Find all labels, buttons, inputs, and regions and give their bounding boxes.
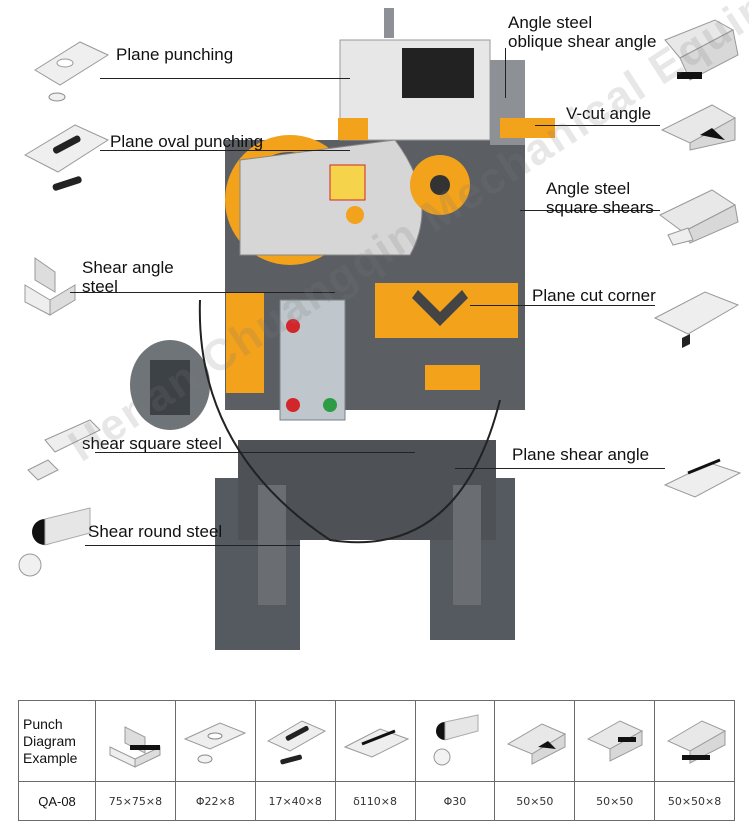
callout-angle-square-2: square shears [546, 198, 654, 217]
angle-steel-shear-icon [95, 700, 176, 782]
angle-oblique-icon [664, 19, 739, 81]
callout-plane-punching: Plane punching [116, 45, 234, 64]
plane-punching-icon [34, 41, 110, 102]
leader-v-cut [535, 125, 660, 126]
plane-oval-punching-icon [23, 124, 110, 191]
callout-angle-oblique-2: oblique shear angle [508, 32, 657, 51]
shear-angle-steel-icon [24, 257, 76, 316]
shear-square-steel-icon [27, 419, 101, 481]
value-cell: δ110×8 [334, 781, 416, 821]
leader-plane-cut-corner [470, 305, 655, 306]
shear-round-steel-icon [18, 507, 91, 577]
callout-plane-cut-corner: Plane cut corner [532, 286, 656, 305]
plane-shear-angle-icon [663, 458, 742, 498]
callout-angle-oblique-1: Angle steel [508, 13, 593, 32]
value-cell: Φ30 [414, 781, 496, 821]
round-punch-icon [174, 700, 256, 782]
plane-cut-corner-icon [653, 291, 740, 348]
leader-shear-square-steel [95, 452, 415, 453]
angle-oblique-table-icon [654, 700, 735, 782]
callout-angle-square-1: Angle steel [546, 179, 631, 198]
v-notch-icon [494, 700, 576, 782]
value-cell: 50×50 [574, 781, 656, 821]
leader-plane-oval-punching [100, 150, 350, 151]
leader-shear-angle-steel [70, 292, 335, 293]
callout-shear-angle-steel-2: steel [82, 277, 118, 296]
angle-cut-icon [574, 700, 656, 782]
leader-angle-square [520, 210, 660, 211]
round-bar-shear-icon [414, 700, 496, 782]
callout-shear-round-steel: Shear round steel [88, 522, 223, 541]
value-cell: 75×75×8 [95, 781, 176, 821]
leader-plane-punching [100, 78, 350, 79]
model-cell: QA-08 [18, 781, 96, 821]
oval-punch-icon [254, 700, 336, 782]
leader-plane-shear-angle [455, 468, 665, 469]
value-cell: 17×40×8 [254, 781, 336, 821]
punch-diagram-table: Punch Diagram Example [18, 700, 735, 821]
callout-shear-square-steel: shear square steel [82, 434, 222, 453]
value-cell: Φ22×8 [174, 781, 256, 821]
callout-plane-oval-punching: Plane oval punching [110, 132, 264, 151]
table-header: Punch Diagram Example [18, 700, 96, 782]
callout-plane-shear-angle: Plane shear angle [512, 445, 650, 464]
leader-shear-round-steel [85, 545, 300, 546]
plate-shear-icon [334, 700, 416, 782]
v-cut-icon [660, 104, 737, 151]
leader-angle-oblique-v [505, 48, 506, 98]
callout-v-cut: V-cut angle [566, 104, 652, 123]
angle-square-icon [659, 189, 739, 246]
callout-shear-angle-steel-1: Shear angle [82, 258, 174, 277]
value-cell: 50×50 [494, 781, 576, 821]
value-cell: 50×50×8 [654, 781, 735, 821]
